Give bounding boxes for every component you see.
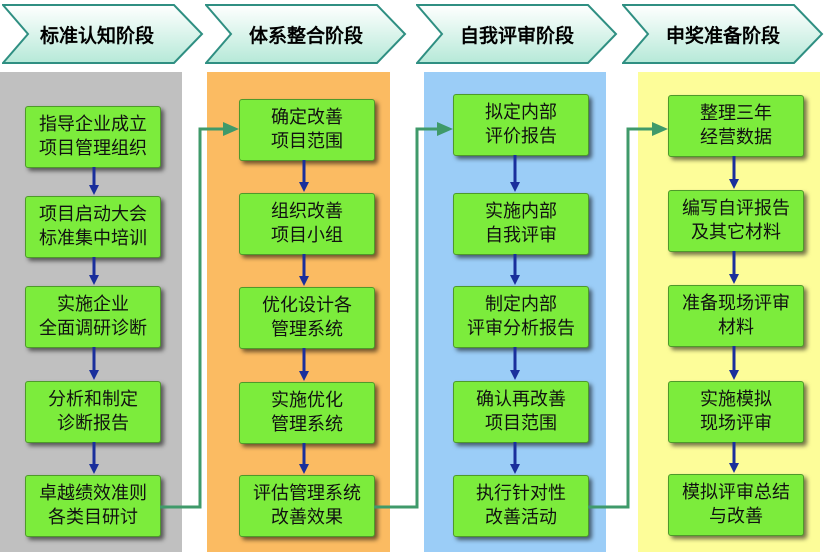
step-box: 执行针对性 改善活动 [453,475,589,537]
chevron-arrow-shape [416,4,618,64]
step-line: 诊断报告 [57,413,129,434]
step-box: 优化设计各 管理系统 [239,287,375,349]
step-line: 准备现场评审 [682,293,790,314]
step-line: 制定内部 [485,294,557,315]
step-line: 分析和制定 [48,389,138,410]
step-line: 项目小组 [271,225,343,246]
step-box: 编写自评报告 及其它材料 [668,190,804,252]
step-box: 拟定内部 评价报告 [453,94,589,156]
step-box: 组织改善 项目小组 [239,193,375,255]
step-line: 确定改善 [271,107,343,128]
step-box: 制定内部 评审分析报告 [453,286,589,348]
step-line: 评估管理系统 [253,483,361,504]
step-line: 及其它材料 [691,222,781,243]
step-line: 组织改善 [271,201,343,222]
stage-header-1: 标准认知阶段 [2,4,204,64]
stage-connector-arrow [374,122,453,509]
step-line: 改善活动 [485,507,557,528]
step-line: 全面调研诊断 [39,318,147,339]
step-line: 管理系统 [271,414,343,435]
step-line: 现场评审 [700,413,772,434]
stage-connector-arrow [588,122,668,509]
step-box: 指导企业成立 项目管理组织 [25,106,161,168]
step-line: 改善效果 [271,507,343,528]
step-box: 准备现场评审 材料 [668,285,804,347]
step-line: 项目启动大会 [39,204,147,225]
stage-title: 自我评审阶段 [459,24,574,47]
chevron-arrow-shape [622,4,824,64]
step-box: 评估管理系统 改善效果 [239,475,375,537]
step-line: 确认再改善 [476,389,566,410]
step-line: 实施模拟 [700,389,772,410]
step-box: 实施内部 自我评审 [453,193,589,255]
step-box: 确认再改善 项目范围 [453,381,589,443]
chevron-arrow-shape [2,4,204,64]
step-line: 评价报告 [485,126,557,147]
stage-title: 申奖准备阶段 [665,24,780,47]
step-line: 执行针对性 [476,483,566,504]
step-line: 项目范围 [271,131,343,152]
step-line: 与改善 [709,506,763,527]
step-line: 整理三年 [700,103,772,124]
chevron-arrow-shape [205,4,407,64]
step-line: 项目管理组织 [39,138,147,159]
stage-title: 体系整合阶段 [248,24,363,47]
step-box: 实施优化 管理系统 [239,382,375,444]
step-box: 实施企业 全面调研诊断 [25,286,161,348]
step-line: 自我评审 [485,225,557,246]
step-line: 实施优化 [271,390,343,411]
step-box: 卓越绩效准则 各类目研讨 [25,475,161,537]
step-line: 项目范围 [485,413,557,434]
step-line: 管理系统 [271,319,343,340]
step-line: 标准集中培训 [39,228,147,249]
step-box: 实施模拟 现场评审 [668,381,804,443]
step-line: 编写自评报告 [682,198,790,219]
step-line: 各类目研讨 [48,507,138,528]
step-line: 模拟评审总结 [682,482,790,503]
step-line: 卓越绩效准则 [39,483,147,504]
stage-connector-arrow [160,122,239,509]
step-line: 经营数据 [700,127,772,148]
step-box: 模拟评审总结 与改善 [668,474,804,536]
step-line: 评审分析报告 [467,318,575,339]
step-box: 分析和制定 诊断报告 [25,381,161,443]
step-line: 拟定内部 [485,102,557,123]
stage-header-4: 申奖准备阶段 [622,4,824,64]
stage-title: 标准认知阶段 [39,24,154,47]
step-line: 材料 [718,317,754,338]
stage-header-3: 自我评审阶段 [416,4,618,64]
step-line: 实施内部 [485,201,557,222]
stage-header-2: 体系整合阶段 [205,4,407,64]
step-line: 优化设计各 [262,295,352,316]
step-line: 指导企业成立 [39,114,147,135]
step-box: 整理三年 经营数据 [668,95,804,157]
step-box: 确定改善 项目范围 [239,99,375,161]
step-line: 实施企业 [57,294,129,315]
